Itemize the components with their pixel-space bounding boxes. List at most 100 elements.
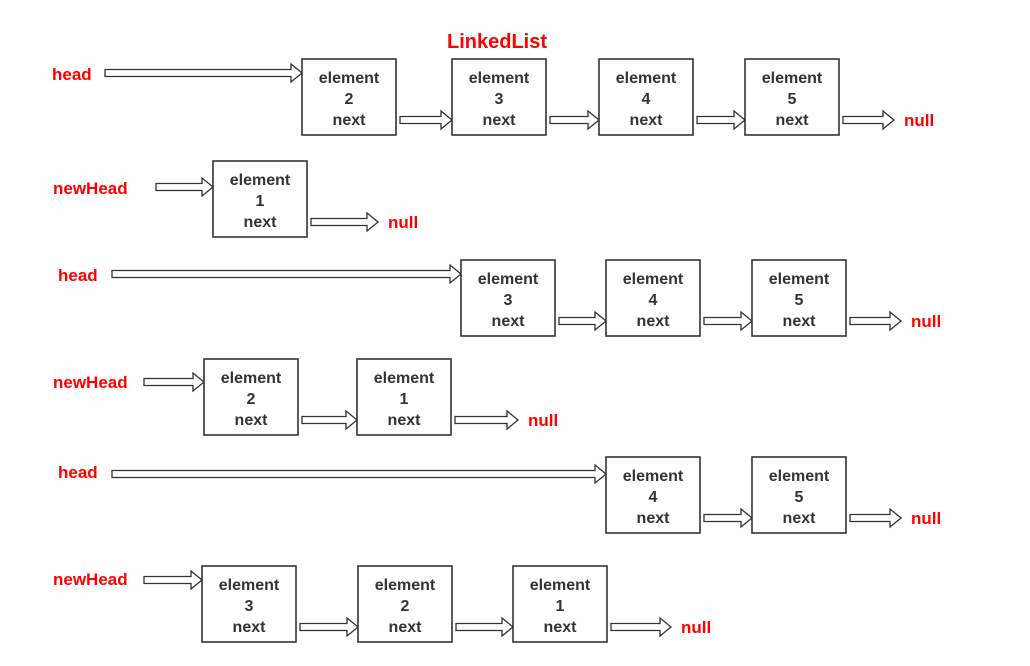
list-node: element 5 next — [751, 259, 847, 337]
node-value: 2 — [247, 391, 256, 408]
node-box — [605, 259, 701, 337]
node-next-label: next — [492, 313, 526, 330]
node-value: 4 — [649, 489, 658, 506]
pointer-arrow — [143, 569, 204, 591]
null-arrow — [842, 109, 896, 131]
node-value: 4 — [649, 292, 658, 309]
node-next-label: next — [388, 412, 422, 429]
pointer-label: head — [52, 65, 92, 84]
list-node: element 5 next — [751, 456, 847, 534]
node-value: 5 — [795, 489, 804, 506]
next-arrow — [703, 507, 754, 529]
node-box — [451, 58, 547, 136]
list-node: element 1 next — [212, 160, 308, 238]
node-element-label: element — [616, 70, 677, 87]
node-box — [212, 160, 308, 238]
node-element-label: element — [762, 70, 823, 87]
node-value: 2 — [401, 598, 410, 615]
node-next-label: next — [630, 112, 664, 129]
pointer-arrow — [111, 263, 463, 285]
node-box — [605, 456, 701, 534]
pointer-arrow — [111, 463, 608, 485]
node-box — [357, 565, 453, 643]
node-box — [356, 358, 452, 436]
node-next-label: next — [233, 619, 267, 636]
node-element-label: element — [319, 70, 380, 87]
node-box — [751, 259, 847, 337]
node-element-label: element — [230, 172, 291, 189]
node-next-label: next — [783, 510, 817, 527]
node-next-label: next — [544, 619, 578, 636]
next-arrow — [696, 109, 747, 131]
next-arrow — [299, 616, 360, 638]
node-next-label: next — [244, 214, 278, 231]
node-element-label: element — [623, 271, 684, 288]
node-box — [203, 358, 299, 436]
pointer-arrow — [104, 62, 304, 84]
null-arrow — [610, 616, 673, 638]
node-element-label: element — [219, 577, 280, 594]
node-box — [301, 58, 397, 136]
node-next-label: next — [483, 112, 517, 129]
node-next-label: next — [389, 619, 423, 636]
node-next-label: next — [235, 412, 269, 429]
next-arrow — [399, 109, 454, 131]
node-element-label: element — [623, 468, 684, 485]
null-arrow — [849, 507, 903, 529]
next-arrow — [558, 310, 608, 332]
node-box — [744, 58, 840, 136]
list-node: element 4 next — [598, 58, 694, 136]
pointer-arrow — [155, 176, 215, 198]
null-label: null — [911, 312, 941, 331]
next-arrow — [703, 310, 754, 332]
node-value: 4 — [642, 91, 651, 108]
node-next-label: next — [637, 510, 671, 527]
node-box — [751, 456, 847, 534]
node-next-label: next — [776, 112, 810, 129]
node-box — [598, 58, 694, 136]
list-node: element 5 next — [744, 58, 840, 136]
null-label: null — [681, 618, 711, 637]
node-value: 3 — [504, 292, 513, 309]
pointer-label: head — [58, 463, 98, 482]
node-value: 3 — [245, 598, 254, 615]
list-row-5: head element 4 next element 5 next null — [58, 456, 941, 534]
node-element-label: element — [478, 271, 539, 288]
node-value: 1 — [400, 391, 409, 408]
next-arrow — [455, 616, 515, 638]
node-element-label: element — [530, 577, 591, 594]
list-node: element 3 next — [460, 259, 556, 337]
node-element-label: element — [769, 271, 830, 288]
node-element-label: element — [469, 70, 530, 87]
null-label: null — [528, 411, 558, 430]
node-box — [512, 565, 608, 643]
next-arrow — [301, 409, 359, 431]
node-value: 1 — [256, 193, 265, 210]
list-node: element 1 next — [512, 565, 608, 643]
node-next-label: next — [783, 313, 817, 330]
node-box — [460, 259, 556, 337]
pointer-arrow — [143, 371, 206, 393]
null-label: null — [911, 509, 941, 528]
list-node: element 3 next — [201, 565, 297, 643]
node-value: 1 — [556, 598, 565, 615]
pointer-label: head — [58, 266, 98, 285]
node-element-label: element — [769, 468, 830, 485]
pointer-label: newHead — [53, 570, 128, 589]
node-value: 5 — [788, 91, 797, 108]
node-next-label: next — [333, 112, 367, 129]
node-value: 5 — [795, 292, 804, 309]
null-label: null — [388, 213, 418, 232]
